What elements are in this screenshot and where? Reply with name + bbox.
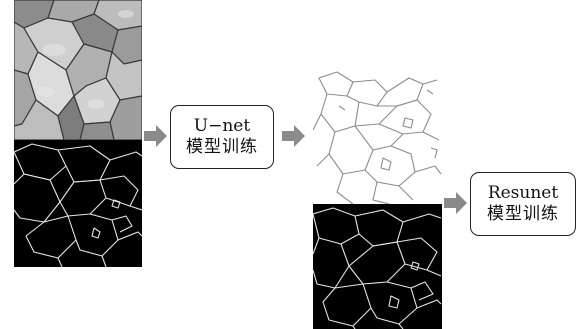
edge-prediction-graphic [313,71,442,204]
arrow-right-icon [144,125,167,147]
arrow-right-icon [444,192,467,214]
resunet-input-mask-image [313,204,442,329]
resunet-model-name: Resunet [487,182,559,203]
resunet-model-caption: 模型训练 [487,204,559,224]
edge-label-mask [14,140,142,267]
unet-model-caption: 模型训练 [186,137,258,157]
rock-photo-graphic [14,0,142,140]
resunet-model-box: Resunet 模型训练 [470,172,576,236]
input-mask-graphic [313,207,442,329]
unet-edge-prediction-image [313,70,442,204]
arrow-right-icon [282,125,305,147]
edge-label-graphic [14,143,142,267]
rock-photo-image [14,0,142,140]
unet-model-name: U−net [193,115,251,136]
unet-model-box: U−net 模型训练 [170,105,274,169]
